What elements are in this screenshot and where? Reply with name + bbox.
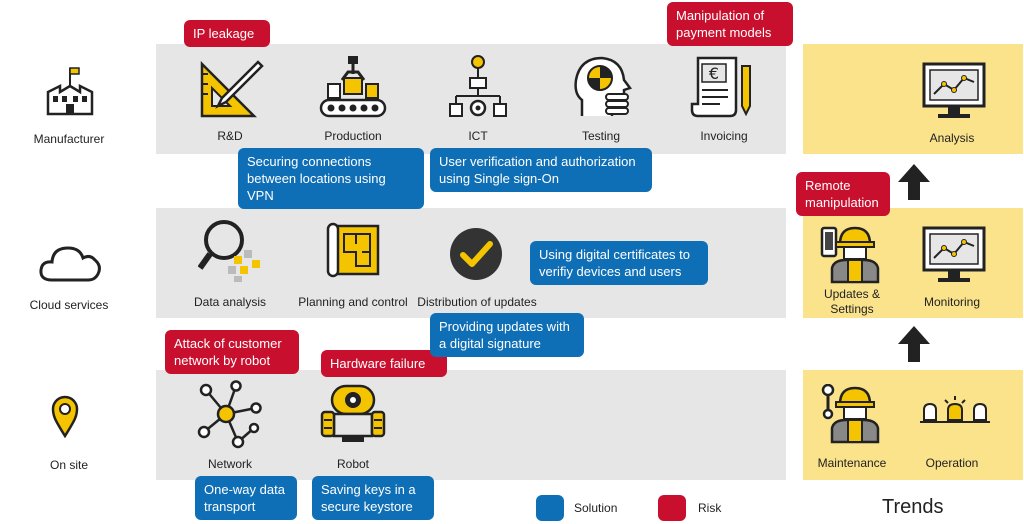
invoice-euro-icon: € [690, 56, 751, 118]
node-label-testing: Testing [581, 129, 621, 143]
worker-icon [830, 386, 880, 444]
node-label-production: Production [324, 129, 382, 143]
network-hierarchy-icon [449, 55, 507, 117]
trend-band-top [803, 44, 1023, 154]
risk-ip-leakage: IP leakage [184, 20, 270, 47]
trend-label-analysis: Analysis [929, 131, 975, 145]
location-pin-icon [51, 395, 79, 438]
band-onsite [156, 370, 786, 480]
legend-solution-swatch [536, 495, 564, 521]
arrow-up-icon [898, 326, 930, 362]
checkmark-icon [450, 228, 502, 280]
worker-icon [830, 226, 880, 284]
monitor-chart-icon [922, 226, 986, 282]
node-label-ict: ICT [468, 129, 488, 143]
factory-icon [46, 67, 94, 116]
lights-icon [920, 396, 990, 423]
solution-certificates: Using digital certificates to verifiy de… [530, 241, 708, 285]
ruler-pencil-icon [200, 60, 264, 118]
node-label-network: Network [207, 457, 253, 471]
solution-vpn: Securing connections between locations u… [238, 148, 424, 209]
arrow-up-icon [898, 164, 930, 200]
monitor-chart-icon [922, 62, 986, 118]
solution-keystore: Saving keys in a secure keystore [312, 476, 434, 520]
row-label-onsite: On site [49, 458, 88, 472]
legend-solution-label: Solution [574, 501, 618, 515]
node-label-data-analysis: Data analysis [193, 295, 267, 309]
trend-label-updates: Updates & Settings [823, 287, 881, 316]
wrench-icon [821, 384, 835, 420]
node-label-rd: R&D [217, 129, 243, 143]
row-label-manufacturer: Manufacturer [33, 132, 105, 146]
legend-risk-swatch [658, 495, 686, 521]
solution-one-way: One-way data transport [195, 476, 297, 520]
risk-hardware-failure: Hardware failure [321, 350, 447, 377]
trend-label-operation: Operation [925, 456, 979, 470]
node-label-planning: Planning and control [298, 295, 408, 309]
robot-icon [320, 384, 386, 442]
risk-attack-customer: Attack of customer network by robot [165, 330, 299, 374]
network-nodes-icon [197, 380, 262, 449]
node-label-invoicing: Invoicing [700, 129, 748, 143]
legend-risk-label: Risk [698, 501, 722, 515]
cloud-icon [39, 246, 101, 282]
risk-remote-manipulation: Remote manipulation [796, 172, 890, 216]
svg-text:€: € [709, 64, 719, 83]
solution-sso: User verification and authorization usin… [430, 148, 652, 192]
trend-label-monitoring: Monitoring [923, 295, 981, 309]
trends-title: Trends [882, 496, 944, 518]
head-test-icon [574, 56, 632, 116]
blueprint-icon [326, 222, 380, 278]
magnifier-data-icon [198, 220, 260, 282]
trend-label-maintenance: Maintenance [817, 456, 887, 470]
node-label-robot: Robot [336, 457, 370, 471]
band-manufacturer [156, 44, 786, 154]
risk-manipulation-payment: Manipulation of payment models [667, 2, 793, 46]
solution-digital-signature: Providing updates with a digital signatu… [430, 313, 584, 357]
row-label-cloud: Cloud services [29, 298, 109, 312]
conveyor-robot-icon [319, 56, 387, 118]
node-label-distribution: Distribution of updates [417, 295, 537, 309]
